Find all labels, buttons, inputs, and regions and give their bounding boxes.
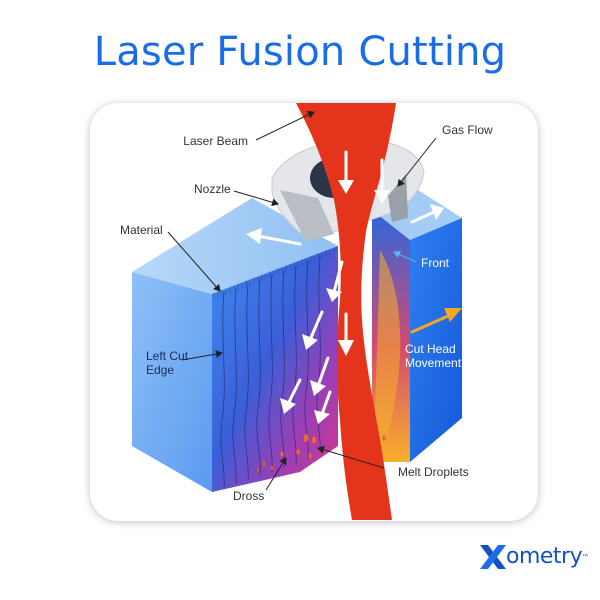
laser-beam — [296, 103, 396, 520]
arrow-melt-3 — [338, 312, 354, 356]
arrow-melt-6 — [314, 390, 332, 424]
arrow-melt-4 — [280, 378, 302, 414]
xometry-x-icon — [480, 545, 506, 569]
label-left-cut-edge-2: Edge — [146, 363, 174, 377]
leader-lines — [167, 111, 437, 491]
leader-left-cut-edge — [181, 350, 223, 361]
brand-trademark: ™ — [582, 554, 589, 560]
label-cut-head-movement-2: Movement — [405, 356, 462, 370]
arrow-melt-5 — [310, 356, 330, 396]
arrow-down-2 — [374, 158, 390, 204]
leader-front — [393, 250, 417, 263]
arrow-material-left — [246, 228, 302, 246]
melt-droplets — [280, 434, 386, 459]
right-block-side-face — [410, 218, 462, 462]
arrow-melt-1 — [326, 260, 344, 302]
arrow-melt-2 — [302, 310, 324, 350]
brand-name: ometry — [506, 544, 583, 569]
top-edge-texture — [213, 247, 335, 300]
label-gas-flow: Gas Flow — [442, 123, 493, 137]
label-laser-beam: Laser Beam — [183, 134, 248, 148]
label-melt-droplets: Melt Droplets — [398, 465, 469, 479]
block-left-face — [132, 272, 212, 492]
leader-dross — [265, 457, 287, 491]
block-top-face — [132, 198, 338, 294]
label-front: Front — [421, 256, 450, 270]
label-left-cut-edge-1: Left Cut — [146, 349, 189, 363]
leader-material — [167, 231, 221, 292]
dross-particles — [256, 461, 274, 472]
label-dross: Dross — [233, 489, 264, 503]
leader-melt-droplets — [317, 445, 385, 469]
gas-flow-arrows — [246, 150, 444, 424]
leader-nozzle — [233, 190, 279, 207]
leader-laser-beam — [255, 111, 315, 141]
label-material: Material — [120, 223, 163, 237]
cut-head-movement-arrow — [410, 308, 462, 334]
label-cut-head-movement-1: Cut Head — [405, 342, 456, 356]
arrow-right-up — [410, 204, 444, 224]
label-nozzle: Nozzle — [194, 182, 231, 196]
right-molten-glow — [374, 250, 401, 446]
leader-gas-flow — [397, 137, 437, 187]
arrow-down-1 — [338, 150, 354, 194]
page-title: Laser Fusion Cutting — [93, 29, 507, 75]
